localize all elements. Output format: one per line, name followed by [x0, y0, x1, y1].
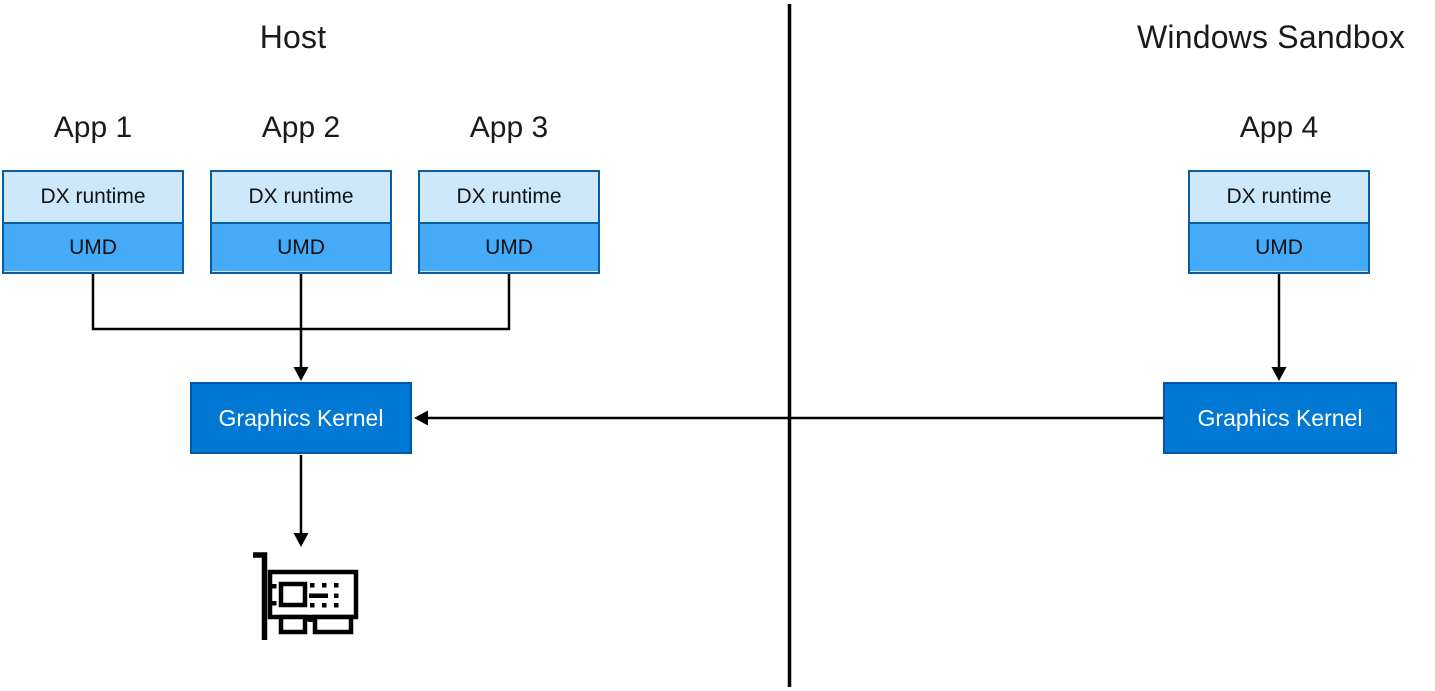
app2-dx-runtime-box: DX runtime [212, 172, 390, 222]
app1-dx-runtime-box: DX runtime [4, 172, 182, 222]
sandbox-graphics-kernel-box: Graphics Kernel [1163, 382, 1397, 454]
host-title: Host [259, 19, 327, 55]
sandbox-kernel-to-host-kernel-arrow [414, 410, 1163, 426]
host-graphics-kernel-box: Graphics Kernel [190, 382, 412, 454]
app2-umd-box: UMD [212, 222, 390, 271]
app4-label: App 4 [1239, 111, 1319, 144]
sandbox-app-to-kernel-arrow [1271, 274, 1287, 381]
gpu-graphics-card-icon [253, 552, 359, 640]
app3-label: App 3 [469, 111, 549, 144]
app4-umd-box: UMD [1190, 222, 1368, 271]
app4-dx-runtime-box: DX runtime [1190, 172, 1368, 222]
app2-label: App 2 [261, 111, 341, 144]
app1-umd-box: UMD [4, 222, 182, 271]
host-apps-merge-connector [91, 274, 511, 331]
app1-stack: DX runtime UMD [2, 170, 184, 274]
app1-label: App 1 [53, 111, 133, 144]
app2-stack: DX runtime UMD [210, 170, 392, 274]
app3-dx-runtime-box: DX runtime [420, 172, 598, 222]
app4-stack: DX runtime UMD [1188, 170, 1370, 274]
sandbox-title: Windows Sandbox [1136, 19, 1406, 55]
apps-to-host-kernel-arrow [293, 274, 309, 381]
app3-stack: DX runtime UMD [418, 170, 600, 274]
host-kernel-to-gpu-arrow [293, 455, 309, 547]
app3-umd-box: UMD [420, 222, 598, 271]
